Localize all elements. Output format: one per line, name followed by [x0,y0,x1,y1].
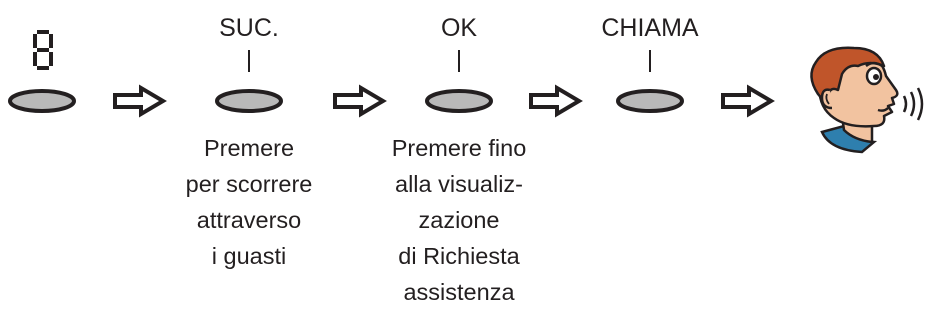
button-label-ok: OK [440,14,478,42]
caption-line: Premere [203,135,295,161]
key-button-suc[interactable] [214,88,284,114]
caption-ok: Premere fino alla visualiz- zazione di R… [369,130,549,310]
person-speaking-icon [810,46,924,154]
label-connector-line [649,50,651,72]
button-label-suc: SUC. [219,14,279,42]
caption-line: attraverso [196,207,302,233]
display-digit-icon [33,30,53,70]
caption-line: Premere fino [391,135,527,161]
arrow-right-icon [333,84,387,118]
caption-line: zazione [418,207,500,233]
key-button-ok[interactable] [424,88,494,114]
key-button-chiama[interactable] [615,88,685,114]
label-connector-line [248,50,250,72]
key-button-0[interactable] [7,88,77,114]
arrow-right-icon [113,84,167,118]
button-label-chiama: CHIAMA [601,14,699,42]
arrow-right-icon [529,84,583,118]
caption-line: i guasti [211,243,287,269]
caption-line: di Richiesta [398,243,520,269]
caption-line: per scorrere [185,171,313,197]
caption-suc: Premere per scorrere attraverso i guasti [159,130,339,274]
caption-line: alla visualiz- [395,171,523,197]
label-connector-line [458,50,460,72]
caption-line: assistenza [403,279,515,305]
arrow-right-icon [721,84,775,118]
